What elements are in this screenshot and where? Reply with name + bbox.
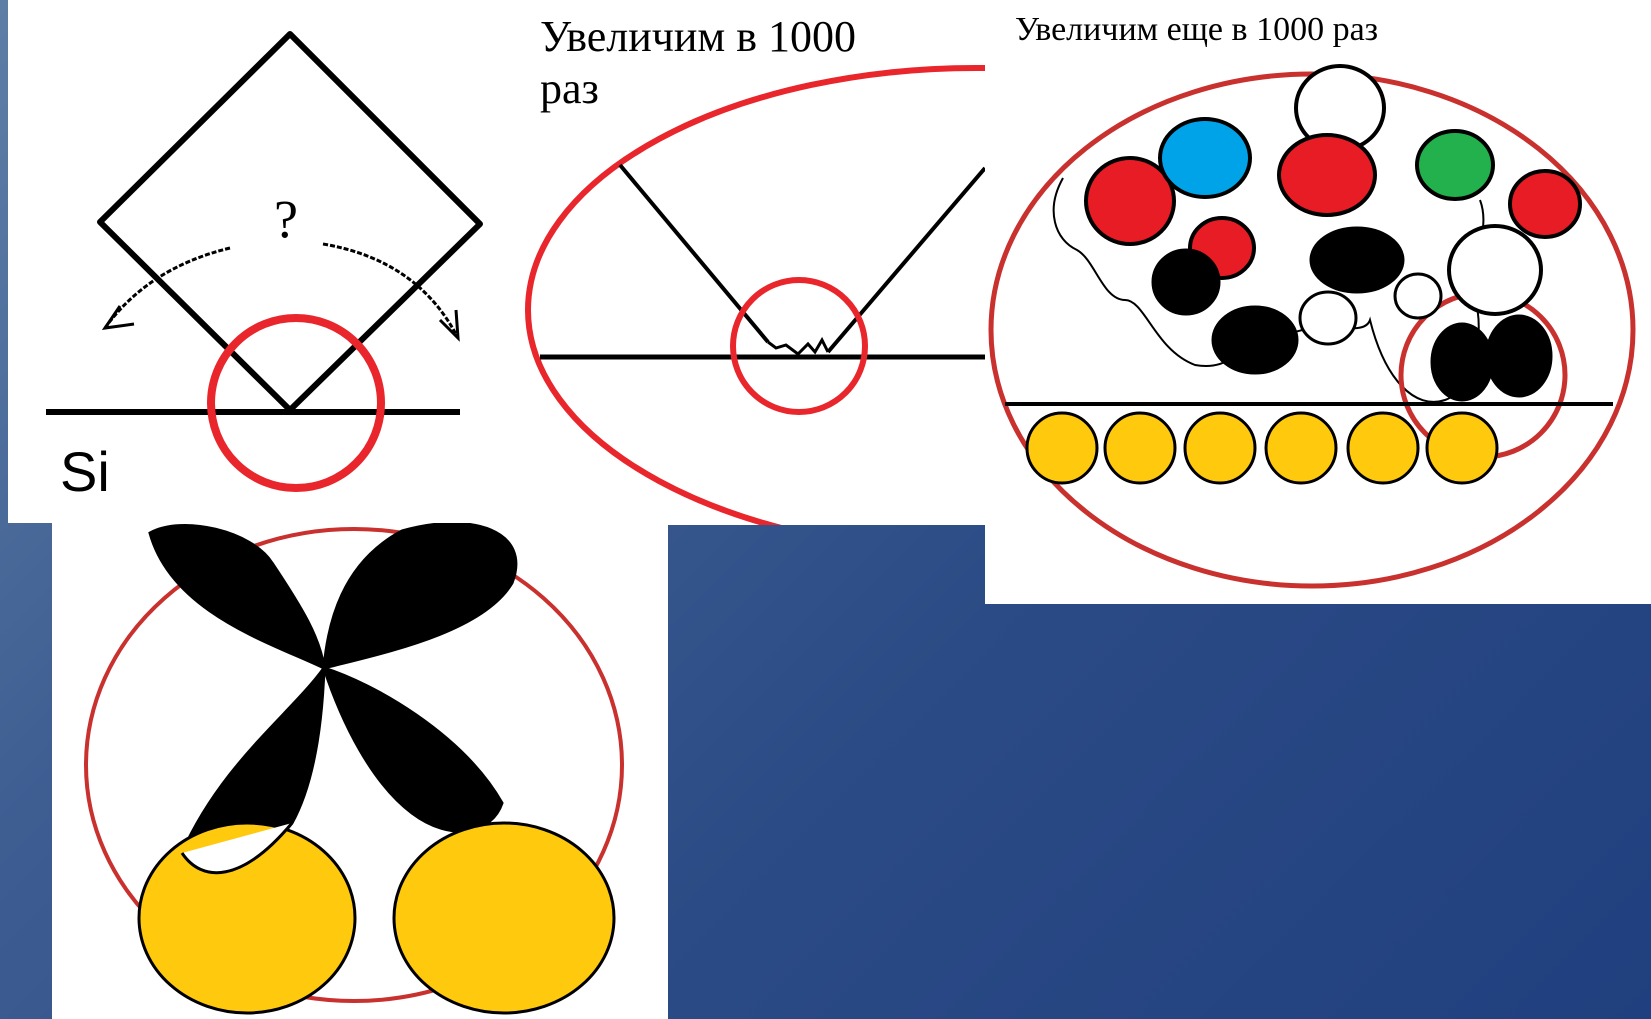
orbital-lobe-upper-right [322, 523, 518, 670]
indenter-panel: ? Si [8, 0, 531, 523]
atom-white [1393, 272, 1443, 320]
right-curved-arrow [322, 242, 460, 339]
silicon-atom [1183, 411, 1257, 485]
rotation-question-mark: ? [274, 189, 298, 249]
magnification-panel-1: Увеличим в 1000 раз [510, 0, 985, 525]
atom-green [1415, 129, 1495, 201]
silicon-orbital-left [137, 821, 357, 1015]
orbital-panel [52, 523, 668, 1019]
atom-black [1151, 248, 1221, 316]
atomic-scale-diagram [988, 64, 1636, 589]
magnification-panel-2: Увеличим еще в 1000 раз [985, 0, 1651, 604]
indenter-diagram [46, 31, 483, 492]
atom-black [1211, 305, 1299, 375]
atom-black [1309, 226, 1405, 294]
zoom-ellipse [84, 527, 624, 1003]
right-arrowhead [438, 309, 460, 342]
left-tip-edge [618, 163, 770, 344]
d-orbital-lobes [148, 523, 518, 869]
silicon-atom [1025, 411, 1099, 485]
zoom-circle [730, 277, 868, 415]
atom-red [1508, 169, 1582, 239]
orbital-lobe-upper-left [148, 524, 326, 671]
magnified-contact-diagram [525, 65, 985, 525]
orbital-lobe-lower-right [321, 665, 504, 833]
silicon-atom [1346, 411, 1420, 485]
orbital-diagram [84, 523, 624, 1015]
silicon-orbital-right [392, 821, 616, 1015]
silicon-atom [1103, 411, 1177, 485]
silicon-label: Si [60, 440, 110, 503]
magnify-caption-line1: Увеличим в 1000 [540, 12, 857, 61]
magnify-again-caption: Увеличим еще в 1000 раз [1015, 11, 1379, 48]
atom-blue [1158, 117, 1252, 199]
rough-contact-edge [767, 336, 830, 356]
atom-black [1430, 322, 1494, 402]
atom-black [1485, 314, 1553, 398]
atom-white [1298, 290, 1358, 346]
silicon-atom [1425, 411, 1499, 485]
right-tip-edge [826, 166, 985, 354]
silicon-atom [1264, 411, 1338, 485]
magnify-caption-line2: раз [540, 64, 599, 113]
orbital-overlap-notch [180, 822, 294, 875]
zoom-circle [207, 314, 385, 492]
atom-white [1447, 224, 1543, 316]
left-arrowhead [101, 305, 135, 330]
zoom-ellipse [525, 65, 985, 525]
atom-red [1084, 156, 1176, 246]
atom-red [1277, 133, 1377, 217]
